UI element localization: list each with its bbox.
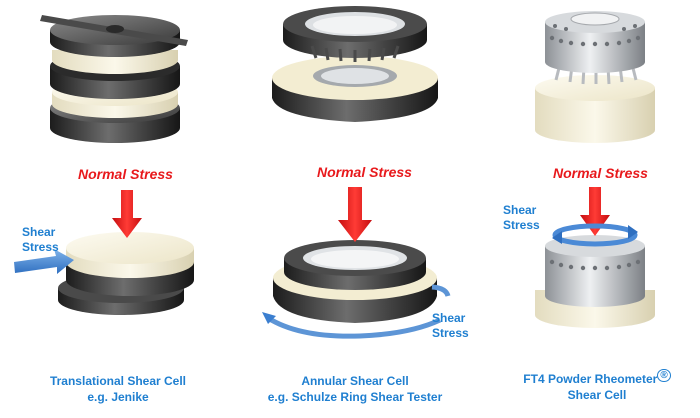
ft4-cell-exploded xyxy=(535,11,655,143)
jenike-cell-assembled xyxy=(58,232,194,315)
shear-stress-label-annular: Shear Stress xyxy=(432,311,469,340)
shear-stress-label-translational: Shear Stress xyxy=(22,225,59,254)
shear-stress-label-ft4: Shear Stress xyxy=(503,203,540,232)
annular-cell-exploded xyxy=(272,6,438,122)
normal-stress-label-annular: Normal Stress xyxy=(317,164,412,180)
ft4-cell-assembled xyxy=(535,235,655,328)
caption-translational: Translational Shear Cell e.g. Jenike xyxy=(49,374,187,404)
shear-stress-arrow-translational xyxy=(14,249,74,274)
shear-stress-arrow-ft4 xyxy=(552,223,638,247)
normal-stress-arrow-1 xyxy=(112,190,142,238)
jenike-cell-exploded xyxy=(40,15,188,143)
shear-stress-arrow-annular xyxy=(262,284,451,339)
normal-stress-arrow-2 xyxy=(338,187,372,242)
registered-mark: ® xyxy=(657,369,671,382)
annular-cell-assembled xyxy=(273,240,437,323)
normal-stress-label-ft4: Normal Stress xyxy=(553,165,648,181)
normal-stress-label-translational: Normal Stress xyxy=(78,166,173,182)
caption-annular: Annular Shear Cell e.g. Schulze Ring She… xyxy=(267,374,443,404)
caption-ft4: FT4 Powder Rheometer® Shear Cell xyxy=(497,369,697,403)
